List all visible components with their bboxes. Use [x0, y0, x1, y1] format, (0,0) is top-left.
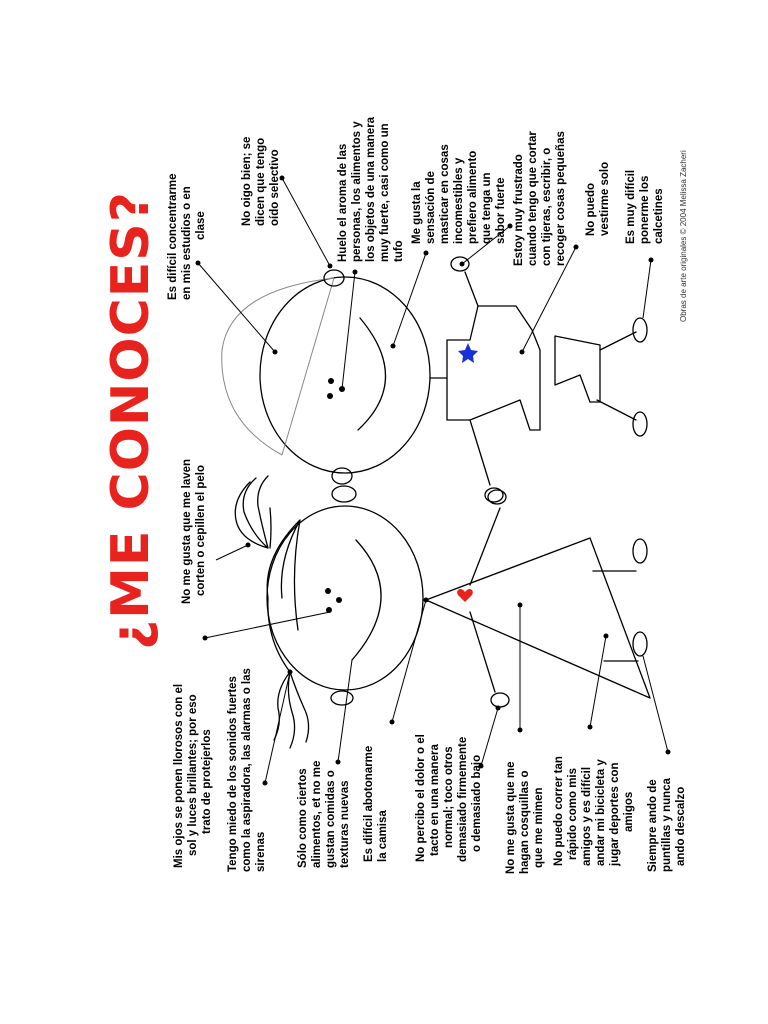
girl-nose	[326, 607, 332, 613]
label-tickle: No me gusta que me hagan cosquillas o qu…	[505, 758, 545, 874]
label-hear: No oigo bien; se dicen que tengo oído se…	[241, 133, 281, 226]
girl-arm-top	[469, 507, 501, 586]
label-hair: No me gusta que me laven corten o cepill…	[181, 456, 207, 604]
leader-hear	[281, 177, 331, 267]
leader-smell	[341, 271, 356, 390]
leader-hair	[215, 544, 249, 561]
boy-ear-top	[323, 269, 345, 287]
boy-leg-top	[599, 331, 637, 351]
boy-shirt	[446, 305, 541, 431]
boy-shorts	[554, 335, 601, 403]
boy-leg-bottom	[596, 399, 637, 421]
boy-arm-bottom	[469, 419, 491, 486]
boy-hand-top	[450, 256, 470, 272]
boy-cap	[221, 277, 335, 456]
leader-tiptoe	[642, 655, 669, 753]
boy-eye-left	[328, 378, 334, 384]
girl-pigtail-top	[234, 475, 272, 549]
boy-head	[259, 276, 431, 474]
heart-icon	[457, 588, 473, 602]
girl-ear-bottom	[330, 690, 354, 706]
girl-figure	[234, 475, 651, 749]
leader-scissors	[461, 225, 511, 265]
label-scissors: Estoy muy frustrado cuando tengo que cor…	[513, 128, 567, 266]
leader-socks	[642, 259, 652, 319]
boy-ear-bottom	[331, 467, 353, 485]
girl-foot-top	[632, 538, 648, 564]
leader-eyes	[204, 611, 331, 639]
leader-concentrate	[197, 262, 276, 353]
leader-chew	[392, 252, 427, 347]
girl-dress	[425, 537, 651, 699]
credit: Obras de arte originales © 2004 Melissa …	[679, 150, 688, 322]
girl-ear-top	[331, 485, 357, 503]
girl-foot-bottom	[632, 631, 648, 657]
girl-smile	[351, 539, 382, 661]
star-icon	[458, 343, 478, 363]
girl-bangs	[266, 519, 301, 673]
boy-figure	[221, 256, 648, 503]
leader-food	[337, 659, 353, 763]
boy-labels: Es difícil concentrarme en mis estudios …	[167, 114, 665, 300]
girl-arm-bottom	[469, 611, 496, 693]
boy-smile	[357, 317, 387, 431]
label-smell: Huelo el aroma de las personas, los alim…	[337, 114, 405, 262]
boy-eye-right	[327, 393, 333, 399]
leader-lines	[195, 175, 671, 786]
girl-head	[266, 505, 424, 691]
label-socks: Es muy difícil ponerme los calcetines	[625, 167, 665, 244]
boy-hand-bottom	[484, 487, 504, 503]
leader-run	[589, 635, 607, 728]
boy-arm-top	[464, 271, 479, 307]
title: ¿ME CONOCES?	[101, 191, 161, 650]
leader-buttons	[391, 599, 427, 723]
label-concentrate: Es difícil concentrarme en mis estudios …	[167, 170, 207, 300]
label-run: No puedo correr tan rápido como mis amig…	[553, 753, 635, 867]
label-eyes: Mis ojos se ponen llorosos con el sol y …	[173, 681, 213, 868]
girl-hand-top	[487, 489, 507, 505]
girl-eye-left	[325, 588, 331, 594]
girl-pigtail-bottom	[273, 671, 310, 749]
leader-touch	[480, 707, 499, 767]
label-food: Sólo como ciertos alimentos, et no me gu…	[297, 757, 351, 868]
boy-foot-top	[632, 317, 648, 343]
label-buttons: Es difícil abotonarme la camisa	[363, 742, 389, 862]
label-touch: No percibo el dolor o el tacto en una ma…	[415, 731, 483, 862]
label-dress: No puedo vestirme solo	[585, 162, 611, 236]
girl-labels: Mis ojos se ponen llorosos con el sol y …	[173, 456, 687, 874]
label-tiptoe: Siempre ando de puntillas y nunca ando d…	[647, 775, 687, 872]
girl-hand-bottom	[490, 692, 510, 708]
boy-foot-bottom	[632, 411, 648, 437]
label-noise: Tengo miedo de los sonidos fuertes como …	[227, 665, 267, 872]
leader-dress	[521, 246, 577, 353]
leader-noise	[264, 671, 291, 784]
label-chew: Me gusta la sensación de masticar en cos…	[411, 141, 507, 244]
girl-eye-right	[336, 597, 342, 603]
